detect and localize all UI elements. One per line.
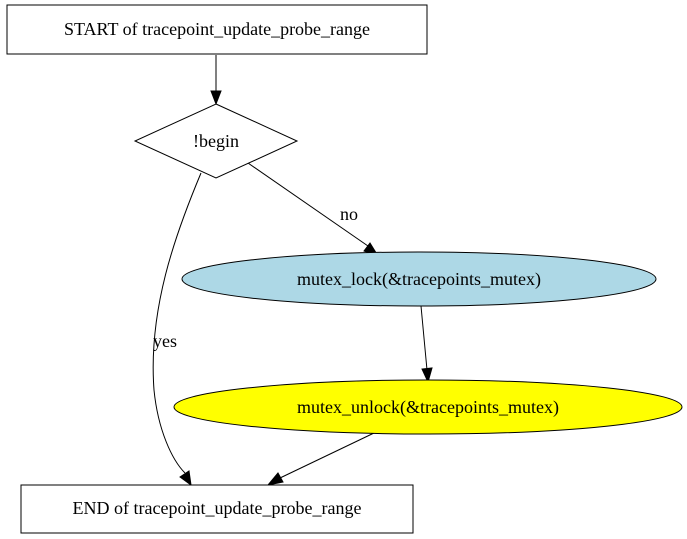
edge-lock-to-unlock [420,305,433,384]
unlock-label: mutex_unlock(&tracepoints_mutex) [297,397,559,418]
end-box [20,484,414,534]
arrow-head [421,367,433,384]
end-label: END of tracepoint_update_probe_range [73,498,362,518]
edge-unlock-to-end [266,432,375,486]
edge-line [279,432,375,479]
node-decision: !begin [133,103,299,179]
arrow-head [179,470,192,487]
edge-line [247,162,369,247]
node-end: END of tracepoint_update_probe_range [20,484,414,534]
start-box [6,4,428,55]
start-label: START of tracepoint_update_probe_range [64,19,370,39]
arrow-head [266,472,284,486]
edge-line [420,305,428,371]
arrow-head [210,90,222,106]
node-unlock: mutex_unlock(&tracepoints_mutex) [173,379,683,435]
lock-label: mutex_lock(&tracepoints_mutex) [297,269,541,290]
edge-label-yes: yes [153,331,177,351]
node-lock: mutex_lock(&tracepoints_mutex) [181,251,657,307]
edge-decision-to-lock: no [247,162,380,257]
edge-line [152,172,202,474]
node-start: START of tracepoint_update_probe_range [6,4,428,55]
decision-diamond [133,103,299,179]
edge-start-to-decision [210,55,222,106]
lock-ellipse [181,251,657,307]
unlock-ellipse [173,379,683,435]
decision-label: !begin [193,131,239,151]
edge-label-no: no [340,204,358,224]
edge-decision-to-end: yes [152,172,202,487]
